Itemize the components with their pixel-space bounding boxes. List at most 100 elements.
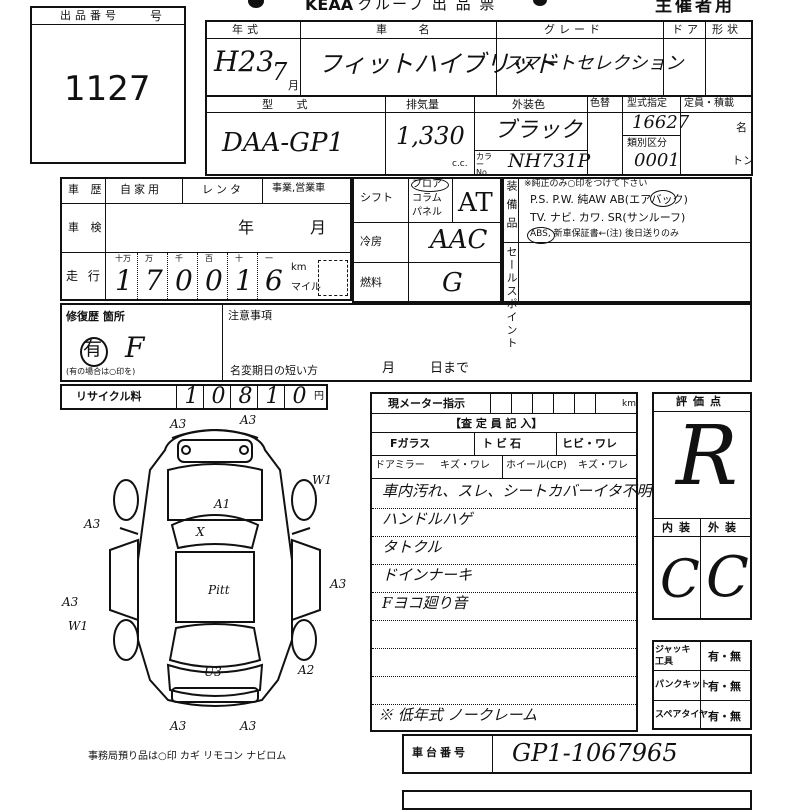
- label-front-glass: Fガラス: [390, 437, 431, 450]
- designation-number-value: 16627: [632, 112, 690, 133]
- color-value: ブラック: [494, 118, 583, 143]
- label-inspector: 【査 定 員 記 入】: [450, 417, 543, 430]
- damage-mark: Pitt: [208, 583, 230, 597]
- recycle-digit: 1: [265, 384, 280, 409]
- equipment-line-2: TV. ナビ. カワ. SR(サンルーフ): [530, 211, 686, 224]
- label-shape: 形状: [712, 23, 742, 36]
- label-exterior: 外装: [708, 521, 742, 534]
- fuel-value: G: [442, 268, 463, 298]
- note-ruled-line: [372, 704, 636, 705]
- note-ruled-line: [372, 536, 636, 537]
- interior-grade: C: [660, 550, 700, 610]
- recycle-cell: 8: [230, 384, 257, 410]
- label-grade: グレード: [544, 23, 604, 36]
- label-fuel: 燃料: [360, 276, 382, 289]
- logo-text: KEAA: [305, 0, 354, 14]
- damage-mark: X: [196, 525, 205, 539]
- mileage-digit: 0: [205, 264, 223, 297]
- abs-circle: [527, 227, 555, 244]
- label-yen: 円: [314, 391, 324, 402]
- mileage-digit: 1: [115, 264, 133, 297]
- label-jack: ジャッキ工具: [655, 645, 691, 667]
- label-grade-score: 評価点: [676, 395, 727, 408]
- repair-circle: [80, 337, 108, 367]
- recycle-cell: 0: [284, 384, 311, 410]
- label-cc: c.c.: [452, 159, 468, 169]
- shift-option: パネル: [412, 207, 442, 218]
- history-table: [60, 177, 352, 301]
- note-ruled-line: [372, 648, 636, 649]
- damage-mark: A3: [170, 417, 187, 431]
- damage-mark: W1: [312, 473, 332, 487]
- spare-yes-no: 有・無: [708, 710, 741, 723]
- lot-number-label: 出品番号: [60, 9, 120, 22]
- equipment-note: ※純正のみ○印をつけて下さい: [524, 179, 648, 189]
- note-ruled-line: [372, 508, 636, 509]
- label-commercial: 事業,営業車: [272, 183, 326, 194]
- label-deadline: 名変期日の短い方: [230, 364, 318, 377]
- damage-mark: A3: [330, 577, 347, 591]
- month-unit: 月: [288, 79, 299, 92]
- meter-cell: [511, 393, 532, 413]
- logo-mark: [248, 0, 264, 8]
- note-ruled-line: [372, 564, 636, 565]
- repair-notes-row: [60, 303, 752, 382]
- meter-cell: [490, 393, 511, 413]
- label-ac: 冷房: [360, 235, 382, 248]
- meter-cells: [490, 393, 620, 413]
- chassis-box: [402, 734, 752, 774]
- lot-number: 1127: [64, 69, 151, 109]
- inspection-note: タトクル: [382, 538, 442, 556]
- equipment-line-1: P.S. P.W. 純AW AB(エアバック): [530, 193, 688, 206]
- lot-number-box: [30, 6, 186, 164]
- host-label: 主催者用: [655, 0, 735, 16]
- label-meter: 現メーター指示: [388, 397, 465, 410]
- label-private-use: 自家用: [120, 183, 162, 196]
- label-exterior-color: 外装色: [512, 98, 545, 111]
- mirror-value: キズ・ワレ: [440, 460, 490, 471]
- label-persons: 名: [736, 121, 747, 134]
- recycle-cell: 1: [176, 384, 203, 410]
- recycle-digit: 0: [292, 384, 307, 409]
- note-ruled-line: [372, 620, 636, 621]
- label-capacity: 定員・積載: [684, 98, 734, 109]
- color-code-value: NH731P: [508, 150, 591, 172]
- label-mileage: 走 行: [66, 269, 103, 283]
- label-model: 型 式: [262, 98, 318, 111]
- lot-side-mark: 号: [150, 9, 163, 23]
- label-km: km: [291, 262, 307, 273]
- mileage-check-box: [318, 260, 348, 296]
- recycle-digit: 8: [238, 384, 253, 409]
- meter-cell: [574, 393, 595, 413]
- recycle-cell: 0: [203, 384, 230, 410]
- label-tons: トン: [732, 154, 754, 167]
- mileage-digit: 0: [175, 264, 193, 297]
- label-deadline-day: 日まで: [430, 361, 470, 376]
- repair-note: (有の場合は○印を): [66, 367, 136, 376]
- month-value: 7: [272, 58, 288, 86]
- damage-mark: W1: [68, 619, 88, 633]
- mileage-unit-label: 万: [145, 254, 153, 263]
- category-number-value: 0001: [634, 150, 680, 171]
- label-interior: 内装: [662, 521, 696, 534]
- damage-mark: U3: [204, 665, 222, 679]
- label-spare-tire: スペアタイヤ: [655, 710, 709, 720]
- model-value: DAA-GP1: [222, 128, 344, 158]
- label-shift: シフト: [360, 191, 393, 204]
- label-color-number: 色替: [590, 98, 610, 109]
- shift-value: AT: [458, 188, 493, 218]
- damage-mark: A3: [84, 517, 101, 531]
- puncture-yes-no: 有・無: [708, 680, 741, 693]
- year-value: H23: [214, 45, 275, 78]
- car-name-value: フィットハイブリッド: [318, 50, 558, 78]
- inspection-note: ドインナーキ: [382, 566, 473, 584]
- recycle-digit: 0: [211, 384, 226, 409]
